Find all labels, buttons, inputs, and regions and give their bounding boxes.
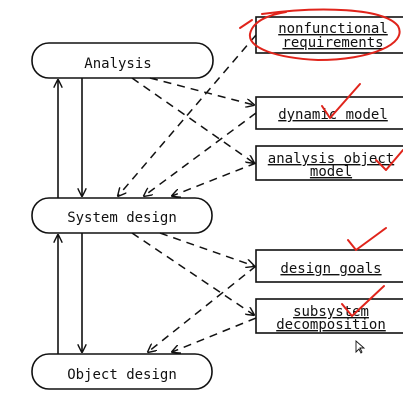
annotation-check-analysis-object: [375, 149, 403, 171]
dynamic-model-box[interactable]: dynamic model: [255, 96, 403, 130]
analysis-label: Analysis: [84, 56, 151, 72]
nonfunctional-label-line1: nonfunctional: [278, 21, 388, 37]
dashed-arrow-system-design-to-subsystem-decomposition: [131, 232, 254, 315]
dashed-arrow-dynamic-model-to-system-design: [144, 112, 257, 196]
nonfunctional-label-line2: requirements: [282, 35, 383, 51]
dashed-arrow-subsystem-to-object-design: [172, 317, 257, 352]
subsystem-label-line1: subsystem: [293, 304, 369, 320]
subsystem-decomposition-box[interactable]: subsystem decomposition: [255, 298, 403, 334]
dashed-arrow-analysis-object-to-system-design: [172, 162, 257, 196]
object-design-label: Object design: [67, 367, 177, 383]
mouse-cursor-icon: [355, 340, 366, 354]
design-goals-label: design goals: [280, 261, 381, 277]
analysis-object-label-line2: model: [310, 164, 352, 180]
annotation-check-dynamic-model: [321, 83, 361, 119]
subsystem-label-line2: decomposition: [276, 317, 386, 333]
analysis-object-model-box[interactable]: analysis object model: [255, 145, 403, 181]
annotation-dash-top-left: [239, 19, 253, 29]
design-goals-box[interactable]: design goals: [255, 249, 403, 283]
dashed-arrow-analysis-to-analysis-object-model: [131, 77, 254, 163]
annotation-check-design-goals: [347, 227, 387, 251]
dashed-arrow-analysis-to-dynamic-model: [149, 77, 254, 105]
object-design-node[interactable]: Object design: [31, 353, 213, 390]
nonfunctional-requirements-box[interactable]: nonfunctional requirements: [255, 16, 403, 54]
dashed-arrow-design-goals-to-object-design: [148, 265, 257, 352]
annotation-circle-nonfunctional: [248, 8, 401, 61]
annotation-check-subsystem: [341, 285, 385, 317]
analysis-object-label-line1: analysis object: [268, 151, 394, 167]
system-design-label: System design: [67, 210, 177, 226]
analysis-node[interactable]: Analysis: [31, 42, 214, 79]
system-design-node[interactable]: System design: [31, 197, 213, 234]
dashed-arrow-system-design-to-design-goals: [159, 232, 254, 266]
dashed-arrow-nonfunctional-to-system-design: [118, 34, 257, 196]
